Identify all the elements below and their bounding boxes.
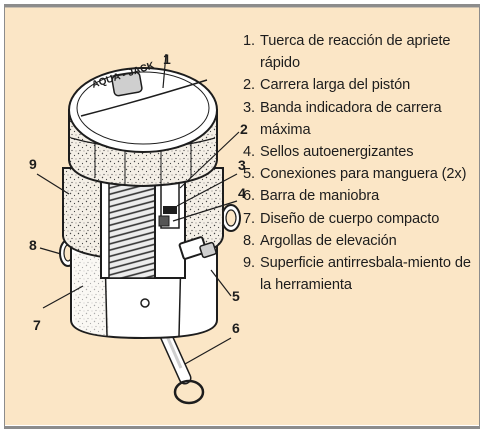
legend-number: 7. <box>243 210 255 227</box>
legend-number: 5. <box>243 166 255 183</box>
legend-item: 1. Tuerca de reacción de apriete rápido <box>243 30 475 74</box>
legend-number: 4. <box>243 144 255 161</box>
legend-item: 5. Conexiones para manguera (2x) <box>243 163 475 185</box>
parts-legend: 1. Tuerca de reacción de apriete rápido 2… <box>243 30 475 296</box>
legend-item: 9. Superficie antirresbala-miento de la h… <box>243 252 475 296</box>
legend-number: 3. <box>243 99 255 116</box>
legend-text: Banda indicadora de carrera máxima <box>260 99 442 138</box>
frame-left-border <box>4 4 5 429</box>
callout-6: 6 <box>232 320 240 336</box>
legend-text: Conexiones para manguera (2x) <box>260 166 467 183</box>
cutaway-section <box>100 177 186 279</box>
callout-9: 9 <box>29 156 37 172</box>
callout-3: 3 <box>238 157 246 173</box>
legend-text: Sellos autoenergizantes <box>260 144 414 161</box>
callout-8: 8 <box>29 237 37 253</box>
legend-text: Tuerca de reacción de apriete rápido <box>260 33 451 72</box>
lifting-ring-right <box>221 204 241 232</box>
callout-7: 7 <box>33 317 41 333</box>
legend-text: Diseño de cuerpo compacto <box>260 210 440 227</box>
frame-bottom-border <box>4 426 480 429</box>
jack-illustration: AQUA - JACK <box>36 53 241 405</box>
legend-item: 7. Diseño de cuerpo compacto <box>243 208 475 230</box>
legend-item: 4. Sellos autoenergizantes <box>243 141 475 163</box>
legend-item: 6. Barra de maniobra <box>243 185 475 207</box>
legend-text: Argollas de elevación <box>260 232 397 249</box>
legend-number: 1. <box>243 33 255 49</box>
legend-item: 8. Argollas de elevación <box>243 230 475 252</box>
callout-4: 4 <box>238 185 246 201</box>
hose-connection <box>178 236 217 260</box>
frame-right-border <box>479 4 480 429</box>
callout-5: 5 <box>232 288 240 304</box>
legend-item: 3. Banda indicadora de carrera máxima <box>243 97 475 141</box>
legend-number: 8. <box>243 232 255 249</box>
callout-1: 1 <box>163 51 171 67</box>
legend-number: 9. <box>243 255 255 272</box>
legend-number: 6. <box>243 188 255 205</box>
callout-2: 2 <box>240 121 248 137</box>
legend-text: Carrera larga del pistón <box>260 77 411 94</box>
legend-text: Superficie antirresbala-miento de la her… <box>260 255 471 294</box>
legend-text: Barra de maniobra <box>260 188 380 205</box>
legend-number: 2. <box>243 77 255 94</box>
legend-item: 2. Carrera larga del pistón <box>243 74 475 96</box>
leader-lines <box>36 53 240 365</box>
reaction-nut: AQUA - JACK <box>68 60 218 188</box>
